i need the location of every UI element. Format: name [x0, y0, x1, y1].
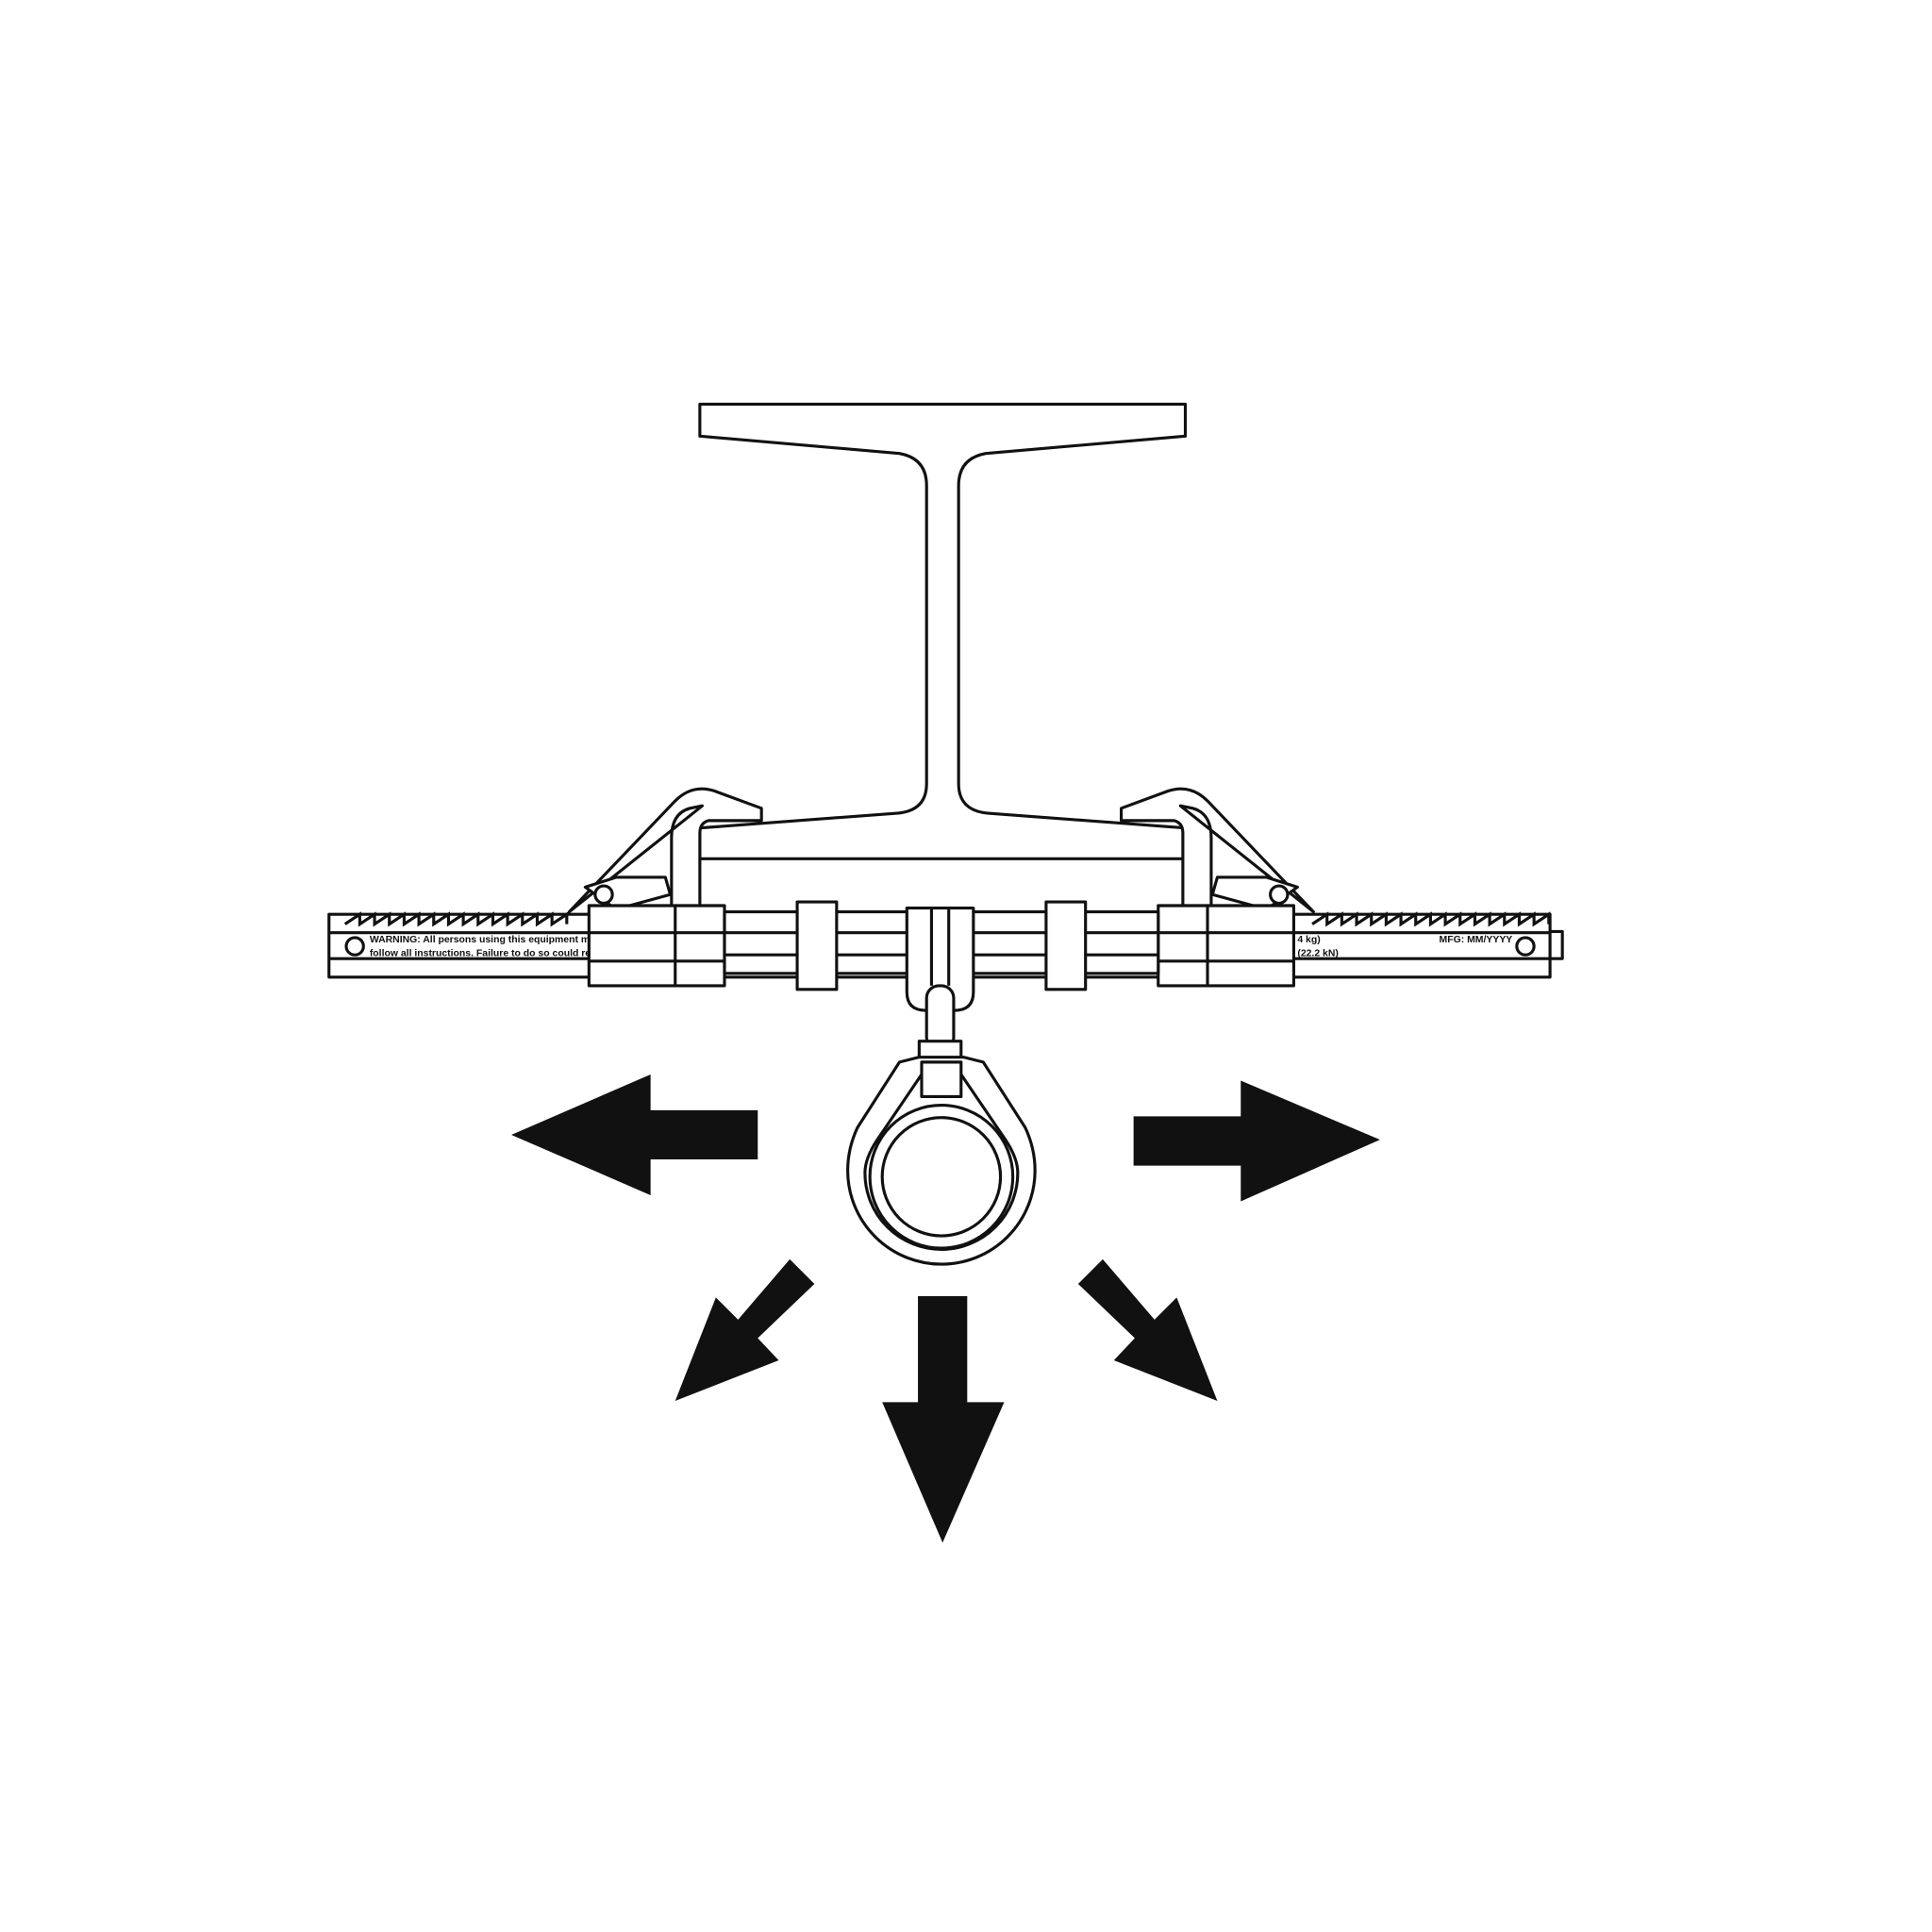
- hole-left: [344, 936, 365, 957]
- arrow-down-icon: [882, 1296, 1005, 1543]
- mfg-text: MFG: MM/YYYY: [1440, 935, 1513, 945]
- i-beam: [698, 402, 1188, 860]
- d-ring: [846, 1056, 1037, 1266]
- rating-text-2: (22.2 kN): [1297, 949, 1339, 959]
- collar-left: [795, 900, 839, 991]
- ratchet-teeth-left: [343, 911, 569, 927]
- arrow-left-icon: [511, 1074, 758, 1195]
- rating-text-1: 4 kg): [1297, 935, 1320, 945]
- warning-text-1: WARNING: All persons using this equipmen…: [370, 935, 590, 945]
- clamp-right: [1120, 787, 1315, 988]
- collar-right: [1044, 900, 1088, 991]
- load-direction-arrows: [511, 1074, 1380, 1543]
- swivel-connector: [905, 907, 975, 1060]
- clamp-left: [567, 787, 763, 988]
- arrow-down-left-icon: [675, 1258, 815, 1402]
- warning-text-2: follow all instructions. Failure to do s…: [370, 949, 591, 959]
- arrow-down-right-icon: [1077, 1258, 1218, 1402]
- ratchet-teeth-right: [1311, 911, 1551, 927]
- arrow-right-icon: [1133, 1080, 1380, 1202]
- hole-right: [1515, 936, 1536, 957]
